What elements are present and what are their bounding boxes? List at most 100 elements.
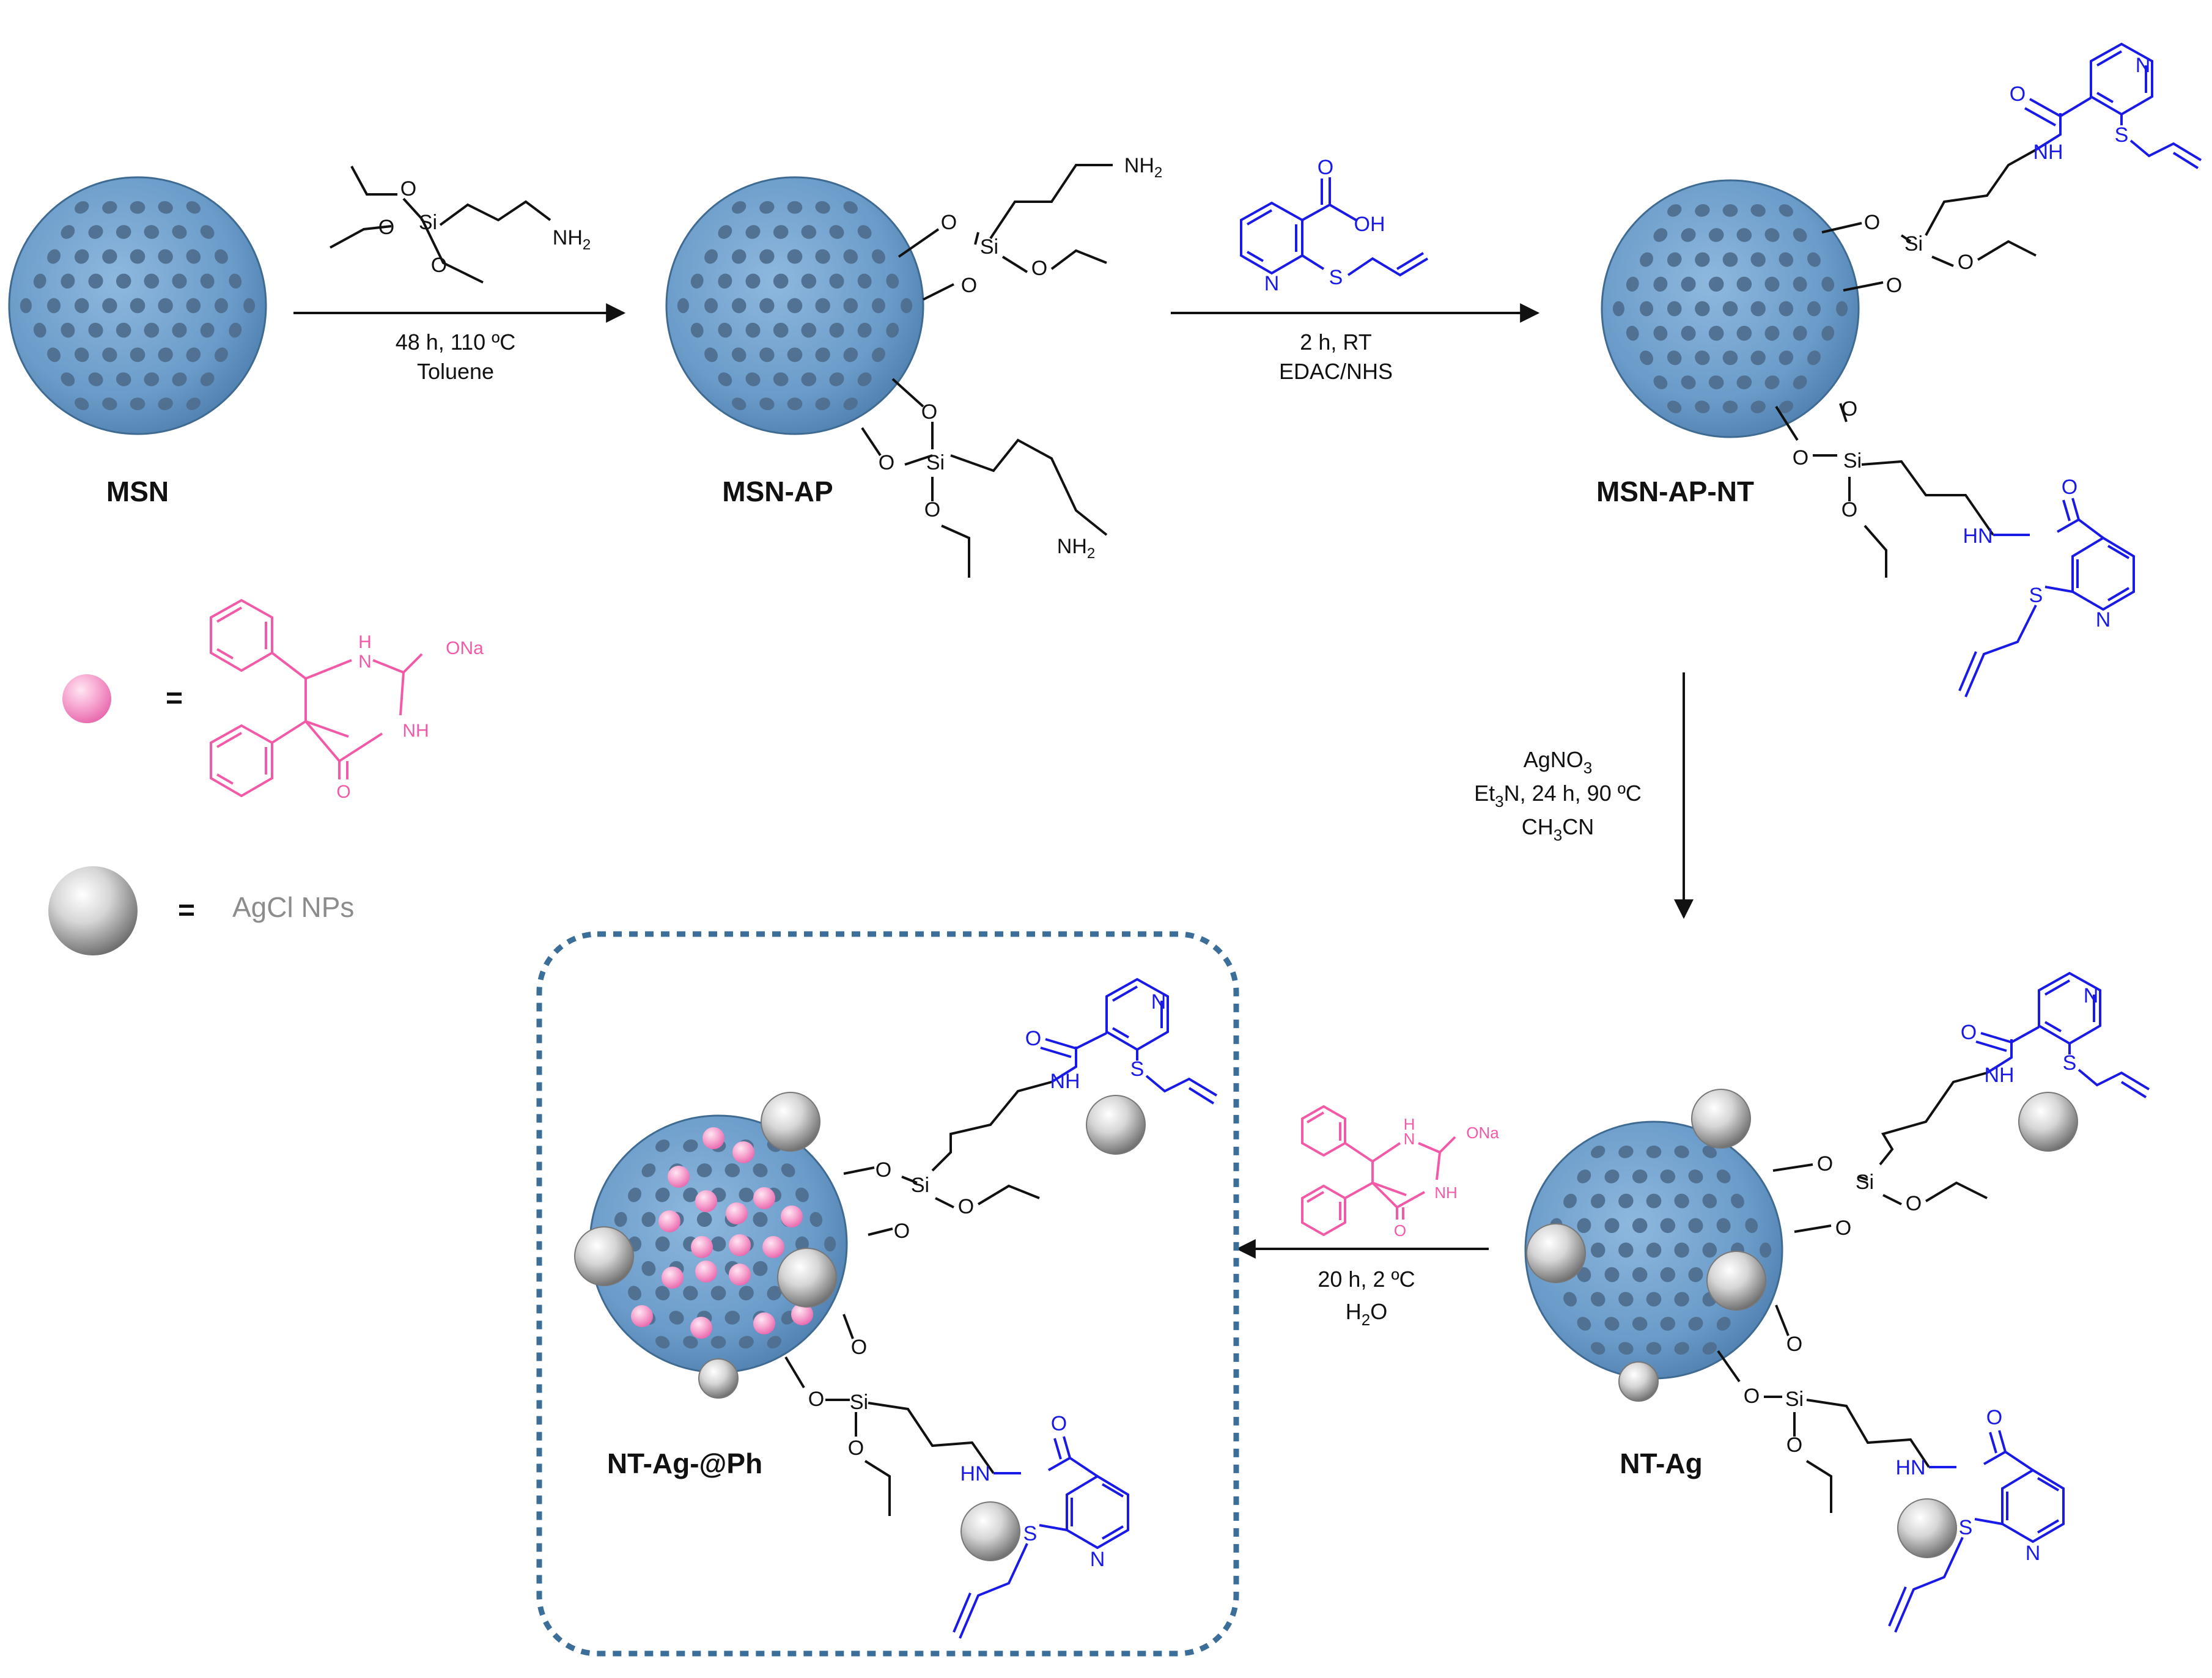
pore xyxy=(1618,1292,1634,1307)
pore xyxy=(33,322,46,338)
pore xyxy=(718,225,732,239)
pore xyxy=(1793,325,1807,341)
msn-ap-particle xyxy=(665,176,924,435)
pore xyxy=(724,1311,740,1325)
pore xyxy=(88,372,103,386)
pore xyxy=(815,298,830,314)
pore xyxy=(655,1187,670,1202)
phenytoin-bead xyxy=(753,1187,775,1209)
phenytoin-bead xyxy=(753,1312,775,1334)
pore xyxy=(102,249,117,264)
legend-equals-1: = xyxy=(166,682,183,715)
pore xyxy=(1807,252,1821,267)
agcl-nanoparticle xyxy=(777,1248,837,1308)
pore xyxy=(1750,400,1766,414)
pore xyxy=(1563,1292,1577,1307)
nicotinic-acid-structure xyxy=(1240,177,1429,277)
pore xyxy=(214,298,228,314)
pore xyxy=(1722,301,1738,317)
pore xyxy=(745,225,761,239)
pore xyxy=(1821,325,1835,341)
pore xyxy=(1708,276,1724,292)
pore xyxy=(102,347,117,362)
msnapnt-o-top: O xyxy=(2010,83,2026,106)
ntagph-o3: O xyxy=(958,1195,974,1218)
label-nt-ag-ph: NT-Ag-@Ph xyxy=(607,1448,762,1479)
pore xyxy=(1632,1169,1648,1183)
pore xyxy=(1764,276,1780,292)
pore xyxy=(843,298,858,314)
msnapnt-s-top: S xyxy=(2115,123,2129,147)
pore xyxy=(130,249,146,264)
pore xyxy=(1702,1193,1717,1209)
pore xyxy=(1590,1242,1606,1258)
phenytoin-bead xyxy=(781,1205,803,1227)
ntagph-si2: Si xyxy=(850,1391,868,1414)
phenytoin-bead xyxy=(732,1141,754,1163)
aptes-si: Si xyxy=(419,211,437,234)
pore xyxy=(767,1336,781,1349)
pore xyxy=(641,1260,656,1276)
phenytoin-legend-nh: NH xyxy=(402,721,429,741)
ntag-o5: O xyxy=(1744,1385,1760,1408)
pore xyxy=(718,322,732,338)
pore xyxy=(1667,400,1682,413)
pore xyxy=(1760,1242,1772,1258)
agcl-nanoparticles xyxy=(574,1089,2078,1561)
nic-acid-s: S xyxy=(1329,266,1343,289)
pore xyxy=(829,372,844,386)
pore xyxy=(759,298,775,314)
pore xyxy=(47,347,61,362)
pore xyxy=(1708,228,1724,242)
pore xyxy=(857,273,872,289)
pore xyxy=(130,397,146,411)
pore xyxy=(1695,301,1710,317)
pore xyxy=(1807,350,1821,366)
pore xyxy=(1626,325,1639,341)
pore xyxy=(116,372,131,386)
pore xyxy=(614,1212,627,1227)
ntag-o1: O xyxy=(1817,1152,1833,1176)
phenytoin-bead xyxy=(762,1236,784,1258)
pore xyxy=(815,249,830,264)
agcl-nanoparticle xyxy=(2018,1092,2078,1152)
pore xyxy=(1632,1267,1648,1282)
phenytoin-legend-ona: ONa xyxy=(446,638,484,658)
pore xyxy=(1618,1242,1634,1258)
pore xyxy=(696,1163,712,1177)
ntag-o6: O xyxy=(1786,1433,1802,1457)
pore xyxy=(815,201,830,214)
pore xyxy=(731,347,747,362)
pore xyxy=(1821,276,1835,292)
pore xyxy=(683,1286,698,1301)
nic-acid-oh: OH xyxy=(1354,213,1385,236)
pore xyxy=(74,298,89,314)
pore xyxy=(871,298,885,314)
pore xyxy=(1745,1218,1758,1234)
label-msn: MSN xyxy=(106,476,169,507)
pore xyxy=(710,1286,726,1301)
phenytoin-bead xyxy=(690,1317,712,1339)
pore xyxy=(745,273,761,289)
pore xyxy=(669,1311,684,1325)
pore xyxy=(773,322,789,338)
phenytoin-bead xyxy=(631,1305,653,1327)
ntagph-o4: O xyxy=(851,1336,867,1359)
pore xyxy=(47,249,61,264)
pore xyxy=(781,1163,795,1177)
pore xyxy=(1716,1317,1731,1331)
pore xyxy=(1577,1218,1591,1234)
pore xyxy=(787,201,803,214)
pore xyxy=(172,372,187,386)
aptes-structure xyxy=(330,166,551,284)
pore xyxy=(677,298,689,314)
pore xyxy=(628,1187,641,1202)
pore xyxy=(655,1139,670,1152)
pore xyxy=(88,322,103,338)
pore xyxy=(1681,375,1696,389)
pore xyxy=(1722,350,1738,366)
phenytoin-reagent-h: H xyxy=(1404,1115,1415,1133)
pore xyxy=(116,225,131,239)
pore xyxy=(731,249,747,264)
pore xyxy=(1604,1317,1620,1331)
